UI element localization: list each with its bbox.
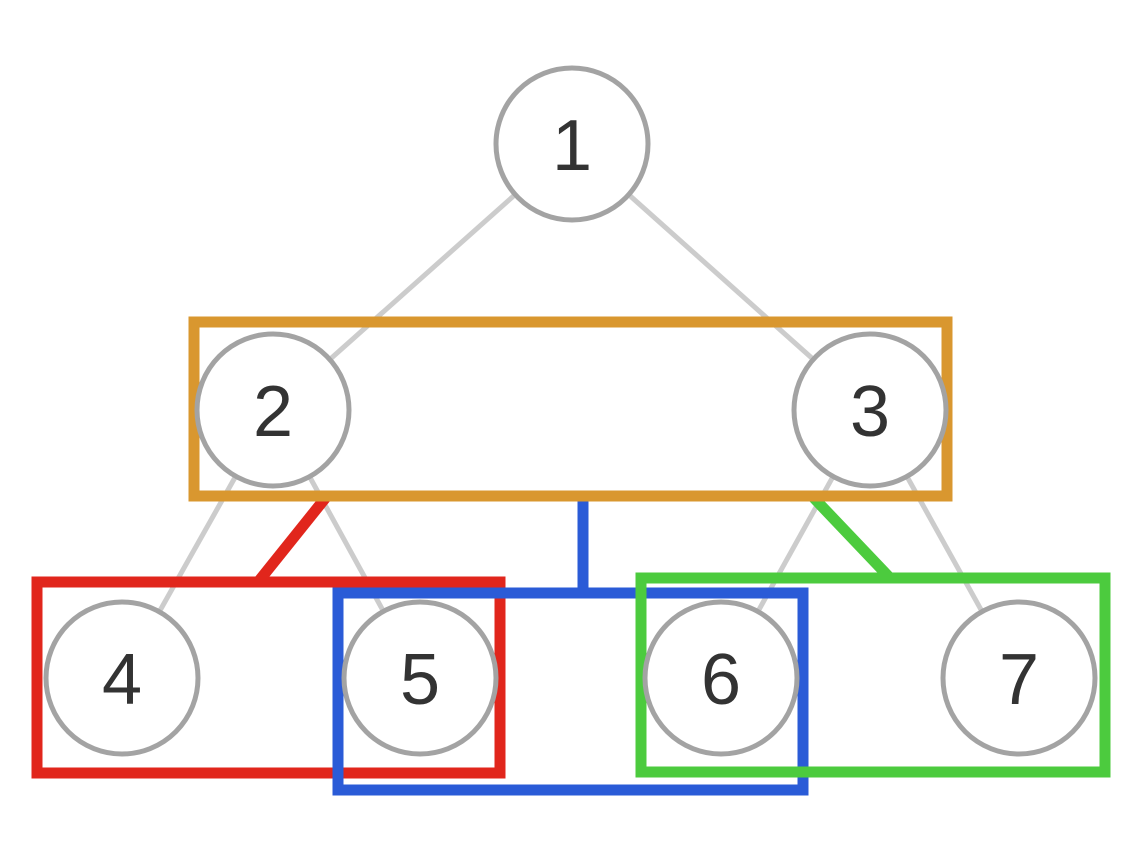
node-circle-1[interactable] [493,65,651,223]
node-circle-3[interactable] [791,331,949,489]
node-circle-6[interactable] [642,599,800,757]
tree-node-2[interactable]: 2 [194,331,352,489]
tree-node-5[interactable]: 5 [341,599,499,757]
node-label-1: 1 [552,106,592,186]
node-label-6: 6 [701,640,741,720]
red-group-box[interactable] [31,576,506,779]
green-group-box[interactable] [635,572,1111,778]
node-label-5: 5 [400,640,440,720]
tree-node-1[interactable]: 1 [493,65,651,223]
node-circle-2[interactable] [194,331,352,489]
tree-node-4[interactable]: 4 [43,599,201,757]
orange-to-red-connector [253,492,332,586]
orange-to-green-connector [808,492,894,582]
tree-node-6[interactable]: 6 [642,599,800,757]
tree-nodes-layer: 1 2 3 4 5 6 7 [43,65,1098,757]
tree-edge-1-2 [328,192,517,362]
node-circle-4[interactable] [43,599,201,757]
node-circle-7[interactable] [940,599,1098,757]
tree-node-3[interactable]: 3 [791,331,949,489]
node-label-2: 2 [253,372,293,452]
blue-group-box[interactable] [332,587,809,796]
node-label-3: 3 [850,372,890,452]
node-label-7: 7 [999,640,1039,720]
tree-edge-1-3 [627,192,815,362]
tree-node-7[interactable]: 7 [940,599,1098,757]
group-boxes-layer [31,316,1111,796]
node-circle-5[interactable] [341,599,499,757]
node-label-4: 4 [102,640,142,720]
group-connectors-layer [253,492,894,593]
